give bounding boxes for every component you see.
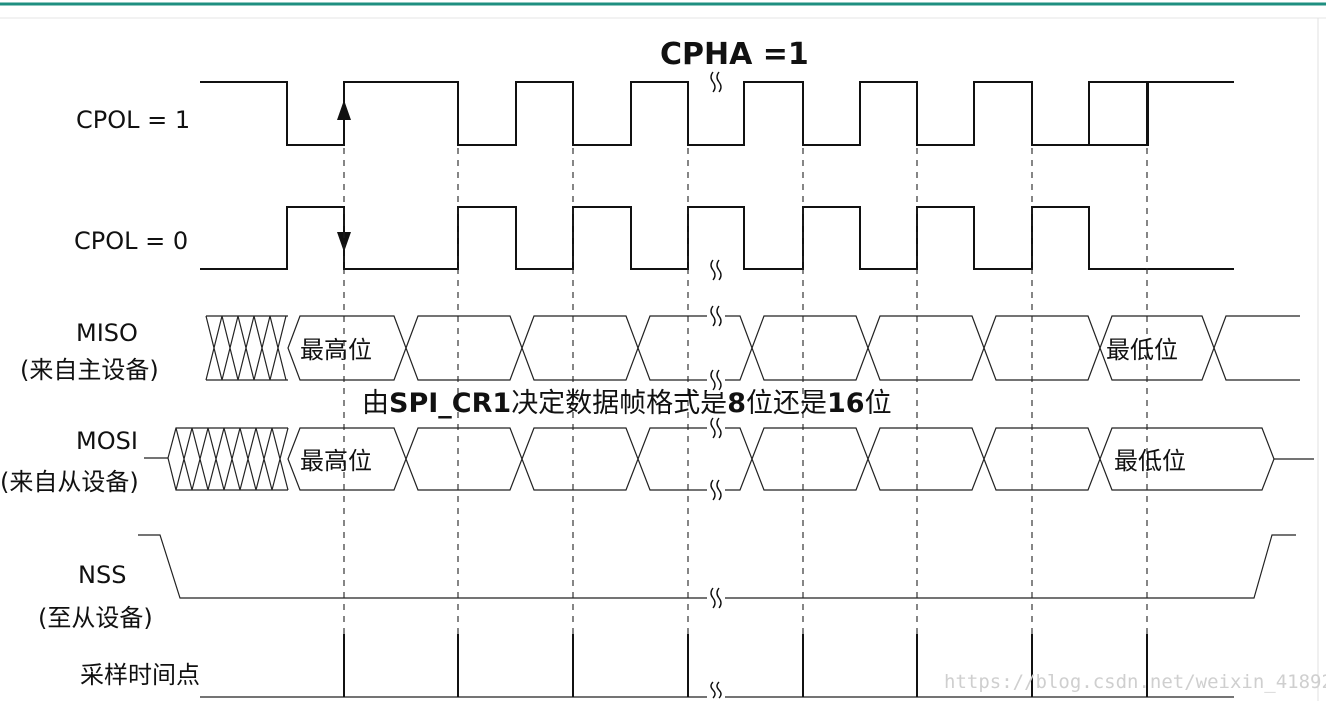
time-break-marks <box>707 70 725 700</box>
sample-guides <box>343 148 1148 640</box>
label-mosi: MOSI <box>76 427 138 455</box>
label-miso: MISO <box>76 319 138 347</box>
miso-msb: 最高位 <box>300 336 372 364</box>
label-nss: NSS <box>78 561 126 589</box>
miso-bus <box>205 315 1300 381</box>
label-nss-sub: (至从设备) <box>38 604 153 632</box>
label-sample: 采样时间点 <box>80 661 200 689</box>
watermark: https://blog.csdn.net/weixin_41892263 <box>944 671 1326 693</box>
mosi-lsb: 最低位 <box>1114 447 1186 475</box>
clock-cpol0-waveform <box>200 206 1234 270</box>
frame-format-note: 由SPI_CR1决定数据帧格式是8位还是16位 <box>362 388 892 419</box>
mosi-msb: 最高位 <box>300 447 372 475</box>
label-mosi-sub: (来自从设备) <box>0 468 139 496</box>
label-cpol1: CPOL = 1 <box>76 106 190 134</box>
label-cpol0: CPOL = 0 <box>74 227 188 255</box>
diagram-title: CPHA =1 <box>660 37 809 72</box>
rising-edge-arrow <box>337 100 351 145</box>
label-miso-sub: (来自主设备) <box>20 356 159 384</box>
clock-cpol1-tail <box>1088 82 1148 146</box>
mosi-bus <box>144 427 1314 491</box>
miso-lsb: 最低位 <box>1106 336 1178 364</box>
